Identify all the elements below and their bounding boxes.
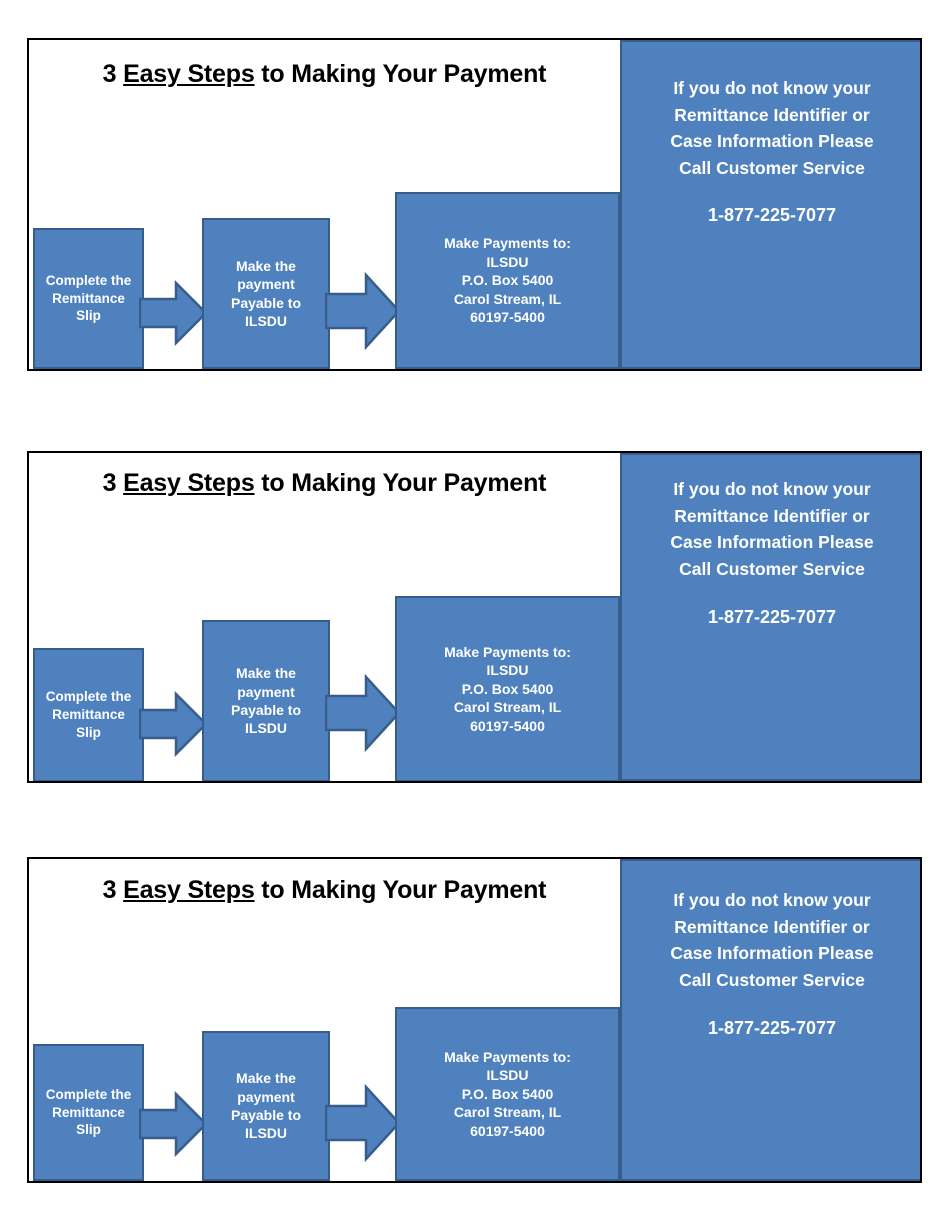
customer-service-phone: 1-877-225-7077 [707, 205, 837, 225]
info-line: If you do not know your [673, 78, 871, 98]
payment-steps-card-1: 3 Easy Steps to Making Your Payment Comp… [27, 38, 922, 371]
customer-service-message: If you do not know your Remittance Ident… [630, 75, 914, 181]
title-trail: to Making Your Payment [254, 469, 547, 497]
step-box-make-payment-payable[interactable]: Make the payment Payable to ILSDU [202, 218, 330, 369]
step-line: Slip [76, 308, 101, 324]
step-line: 60197-5400 [470, 717, 545, 734]
arrow-step1-to-step2-icon [139, 691, 207, 757]
info-line: Remittance Identifier or [674, 505, 870, 526]
payment-steps-card-2: 3 Easy Steps to Making Your Payment Comp… [27, 451, 922, 783]
step-line: payment [237, 1088, 295, 1105]
info-line: If you do not know your [673, 479, 871, 499]
customer-service-panel: If you do not know your Remittance Ident… [620, 40, 920, 369]
title-lead: 3 [102, 60, 124, 88]
customer-service-phone: 1-877-225-7077 [707, 607, 837, 627]
customer-service-message: If you do not know your Remittance Ident… [630, 887, 914, 993]
step-box-text: Make Payments to: ILSDU P.O. Box 5400 Ca… [397, 643, 618, 735]
step-box-text: Make the payment Payable to ILSDU [204, 257, 328, 331]
arrow-step2-to-step3-icon [325, 674, 400, 752]
customer-service-panel: If you do not know your Remittance Ident… [620, 453, 920, 781]
step-line: Payable to [230, 294, 302, 311]
arrow-step1-to-step2-icon [139, 280, 207, 346]
step-line: Complete the [45, 1086, 132, 1102]
info-line: Call Customer Service [679, 558, 865, 579]
step-line: Complete the [45, 272, 132, 288]
arrow-step2-to-step3-icon [325, 1084, 400, 1162]
step-line: 60197-5400 [470, 309, 545, 326]
step-box-complete-remittance-slip[interactable]: Complete the Remittance Slip [33, 1044, 144, 1181]
info-line: Call Customer Service [679, 969, 865, 990]
step-line: payment [237, 683, 295, 700]
step-box-text: Make Payments to: ILSDU P.O. Box 5400 Ca… [397, 1048, 618, 1140]
step-line: ILSDU [245, 312, 287, 329]
step-box-make-payment-payable[interactable]: Make the payment Payable to ILSDU [202, 620, 330, 781]
step-line: Carol Stream, IL [453, 290, 562, 307]
step-line: Make Payments to: [444, 235, 571, 252]
title-lead: 3 [102, 876, 124, 904]
step-line: Make the [236, 257, 296, 274]
step-line: P.O. Box 5400 [461, 272, 554, 289]
customer-service-phone: 1-877-225-7077 [707, 1018, 837, 1038]
title-trail: to Making Your Payment [254, 60, 547, 88]
info-line: Case Information Please [670, 532, 874, 553]
step-line: Remittance [52, 290, 125, 306]
step-box-complete-remittance-slip[interactable]: Complete the Remittance Slip [33, 648, 144, 781]
step-box-mailing-address[interactable]: Make Payments to: ILSDU P.O. Box 5400 Ca… [395, 192, 620, 369]
info-line: Remittance Identifier or [674, 916, 870, 937]
step-line: ILSDU [486, 1067, 529, 1084]
page-title: 3 Easy Steps to Making Your Payment [29, 876, 620, 905]
step-box-text: Make the payment Payable to ILSDU [204, 664, 328, 738]
step-line: Payable to [230, 1107, 302, 1123]
step-line: ILSDU [245, 720, 287, 737]
info-line: Case Information Please [670, 131, 874, 152]
arrow-step2-to-step3-icon [325, 272, 400, 350]
step-line: Slip [76, 724, 101, 740]
step-line: Complete the [45, 689, 132, 705]
info-line: If you do not know your [673, 890, 871, 910]
step-line: Make the [236, 665, 296, 682]
step-line: P.O. Box 5400 [461, 1085, 554, 1102]
step-box-mailing-address[interactable]: Make Payments to: ILSDU P.O. Box 5400 Ca… [395, 596, 620, 781]
info-line: Call Customer Service [679, 157, 865, 178]
card-inner: 3 Easy Steps to Making Your Payment Comp… [29, 453, 920, 781]
step-line: ILSDU [486, 253, 529, 270]
title-underlined: Easy Steps [123, 60, 255, 88]
step-box-text: Complete the Remittance Slip [35, 1086, 142, 1139]
title-underlined: Easy Steps [123, 876, 255, 904]
page-title: 3 Easy Steps to Making Your Payment [29, 469, 620, 498]
step-box-text: Make the payment Payable to ILSDU [204, 1069, 328, 1143]
card-inner: 3 Easy Steps to Making Your Payment Comp… [29, 40, 920, 369]
info-line: Remittance Identifier or [674, 104, 870, 125]
step-line: Make Payments to: [444, 1048, 571, 1065]
step-box-mailing-address[interactable]: Make Payments to: ILSDU P.O. Box 5400 Ca… [395, 1007, 620, 1181]
step-line: Remittance [52, 1104, 125, 1120]
step-line: 60197-5400 [470, 1122, 545, 1139]
step-line: ILSDU [245, 1125, 287, 1142]
title-underlined: Easy Steps [123, 469, 255, 497]
card-inner: 3 Easy Steps to Making Your Payment Comp… [29, 859, 920, 1181]
title-lead: 3 [102, 469, 124, 497]
step-line: P.O. Box 5400 [461, 680, 554, 697]
step-line: Carol Stream, IL [453, 1104, 562, 1121]
step-line: Carol Stream, IL [453, 699, 562, 716]
step-box-text: Make Payments to: ILSDU P.O. Box 5400 Ca… [397, 234, 618, 326]
step-box-complete-remittance-slip[interactable]: Complete the Remittance Slip [33, 228, 144, 369]
page-title: 3 Easy Steps to Making Your Payment [29, 60, 620, 89]
payment-steps-card-3: 3 Easy Steps to Making Your Payment Comp… [27, 857, 922, 1183]
step-line: Remittance [52, 707, 125, 723]
step-line: Payable to [230, 702, 302, 718]
customer-service-message: If you do not know your Remittance Ident… [630, 476, 914, 582]
title-trail: to Making Your Payment [254, 876, 547, 904]
step-line: Slip [76, 1122, 101, 1138]
step-line: Make the [236, 1070, 296, 1087]
step-box-text: Complete the Remittance Slip [35, 688, 142, 741]
step-line: payment [237, 276, 295, 293]
step-line: ILSDU [486, 662, 529, 679]
customer-service-panel: If you do not know your Remittance Ident… [620, 859, 920, 1181]
step-line: Make Payments to: [444, 643, 571, 660]
info-line: Case Information Please [670, 943, 874, 964]
step-box-make-payment-payable[interactable]: Make the payment Payable to ILSDU [202, 1031, 330, 1181]
step-box-text: Complete the Remittance Slip [35, 272, 142, 325]
arrow-step1-to-step2-icon [139, 1091, 207, 1157]
